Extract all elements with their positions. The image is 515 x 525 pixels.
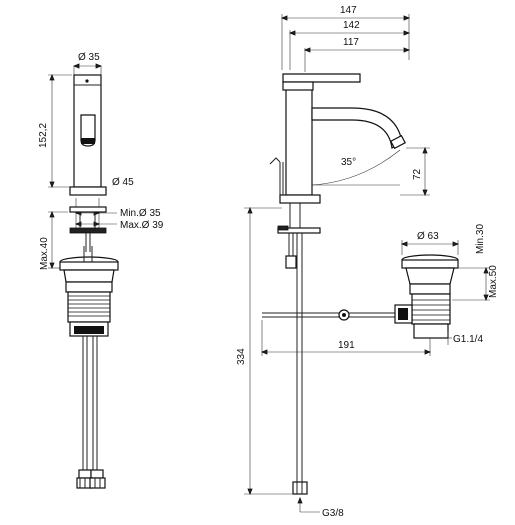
label-front-diameter-top: Ø 35: [78, 52, 100, 63]
dimension-waste-thread: G1.1/4: [447, 331, 483, 345]
front-hoses: [76, 336, 106, 489]
fixing-plate: [69, 206, 107, 213]
dimension-front-hole: Min.Ø 35 Max.Ø 39: [74, 198, 164, 232]
faucet-base: [69, 186, 107, 196]
side-column: [285, 74, 313, 196]
dimension-waste-diameter: Ø 63: [400, 231, 460, 255]
dimension-front-height: 152,2: [38, 73, 72, 189]
hose-fitting: [292, 481, 308, 495]
dimension-side-widths: 147 142 117: [280, 5, 411, 72]
spout-tip: [390, 134, 406, 150]
label-waste-thread: G1.1/4: [453, 334, 483, 345]
label-waste-min: Min.30: [475, 224, 486, 254]
handle-cap: [282, 81, 314, 91]
dimension-hose-thread: G3/8: [297, 496, 344, 519]
label-front-max-hole: Max.Ø 39: [120, 220, 164, 231]
front-view: Ø 35 152,2 Ø 45: [38, 52, 164, 489]
label-side-width-142: 142: [343, 20, 360, 31]
spout: [311, 107, 403, 149]
dimension-side-191: 191: [260, 320, 432, 356]
label-side-height-72: 72: [412, 168, 423, 180]
aerator: [81, 138, 95, 144]
side-view: 147 142 117 35°: [236, 5, 499, 519]
label-side-width-117: 117: [343, 37, 359, 48]
side-base: [279, 194, 321, 204]
front-waste: [59, 246, 119, 337]
fixing-nut: [69, 227, 107, 234]
label-side-angle: 35°: [341, 157, 356, 168]
label-hose-thread: G3/8: [322, 508, 344, 519]
angle-arc: [311, 149, 401, 186]
label-waste-diameter: Ø 63: [417, 231, 439, 242]
dimension-front-max-thickness: Max.40: [39, 210, 68, 270]
dimension-side-334: 334: [236, 206, 293, 496]
popup-rod: [262, 309, 395, 321]
label-side-height-334: 334: [236, 348, 247, 365]
label-side-width-147: 147: [340, 5, 357, 16]
label-front-diameter-base: Ø 45: [112, 177, 134, 188]
side-waste: [394, 254, 459, 339]
side-fixing-plate: [277, 227, 321, 234]
handle-dot: [85, 79, 89, 83]
label-front-height: 152,2: [38, 123, 49, 148]
label-side-length-191: 191: [338, 340, 355, 351]
dimension-front-diameter-top: Ø 35: [72, 52, 103, 75]
label-front-max-thickness: Max.40: [39, 237, 50, 270]
handle-lever: [282, 73, 361, 83]
label-waste-max: Max.50: [488, 265, 499, 298]
popup-knob: [269, 157, 281, 165]
label-front-min-hole: Min.Ø 35: [120, 208, 161, 219]
dimension-side-72: 72: [400, 146, 430, 197]
dimension-waste-thickness: Min.30 Max.50: [452, 224, 499, 302]
